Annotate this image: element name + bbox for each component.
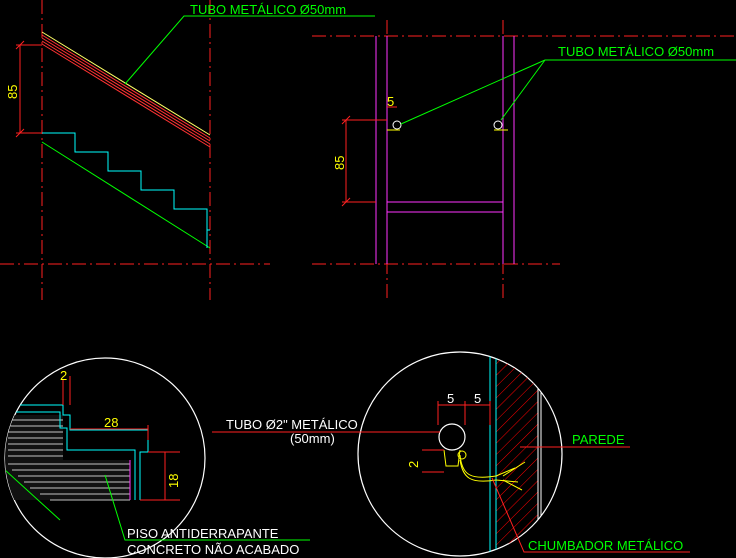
tube-detail: [438, 423, 466, 451]
post-left: [375, 36, 388, 264]
anchor-detail: 5 5 2 TUBO Ø2" METÁLICO (50mm) PAREDE CH…: [212, 351, 690, 557]
stair-soffit: [41, 141, 211, 249]
post-right: [502, 36, 515, 264]
tube-left: [392, 120, 402, 130]
label-tubo-top: TUBO METÁLICO Ø50mm: [190, 2, 346, 17]
label-concreto: CONCRETO NÃO ACABADO: [127, 542, 299, 557]
dim-85-left: 85: [5, 85, 20, 99]
anchor-bar: [459, 454, 516, 478]
dim-5-top: 5: [387, 94, 394, 109]
label-tubo-2in: TUBO Ø2" METÁLICO: [226, 417, 358, 432]
label-piso: PISO ANTIDERRAPANTE: [127, 526, 279, 541]
detail-circle-right: [357, 351, 563, 557]
handrail: [41, 31, 211, 148]
label-chumbador: CHUMBADOR METÁLICO: [528, 538, 683, 553]
tube-right: [493, 120, 503, 130]
leader-tubo-top: [124, 15, 375, 85]
label-tubo-2in-mm: (50mm): [290, 431, 335, 446]
stair-detail: 2 28 18 PISO ANTIDERRAPANTE CONCRETO NÃO…: [4, 357, 310, 558]
front-elevation: 85 5 TUBO METÁLICO Ø50mm: [312, 20, 736, 300]
wall-hatch: [496, 352, 538, 556]
dim-2-detail: 2: [406, 461, 421, 468]
label-tubo-right: TUBO METÁLICO Ø50mm: [558, 44, 714, 59]
dim-85-right: 85: [332, 156, 347, 170]
label-parede: PAREDE: [572, 432, 625, 447]
dim-2: 2: [60, 368, 67, 383]
dim-5a: 5: [447, 391, 454, 406]
dim-5b: 5: [474, 391, 481, 406]
dim-28: 28: [104, 415, 118, 430]
stair-steps: [42, 132, 210, 231]
stair-elevation: 85 TUBO METÁLICO Ø50mm: [0, 0, 375, 300]
dim-18: 18: [166, 474, 181, 488]
